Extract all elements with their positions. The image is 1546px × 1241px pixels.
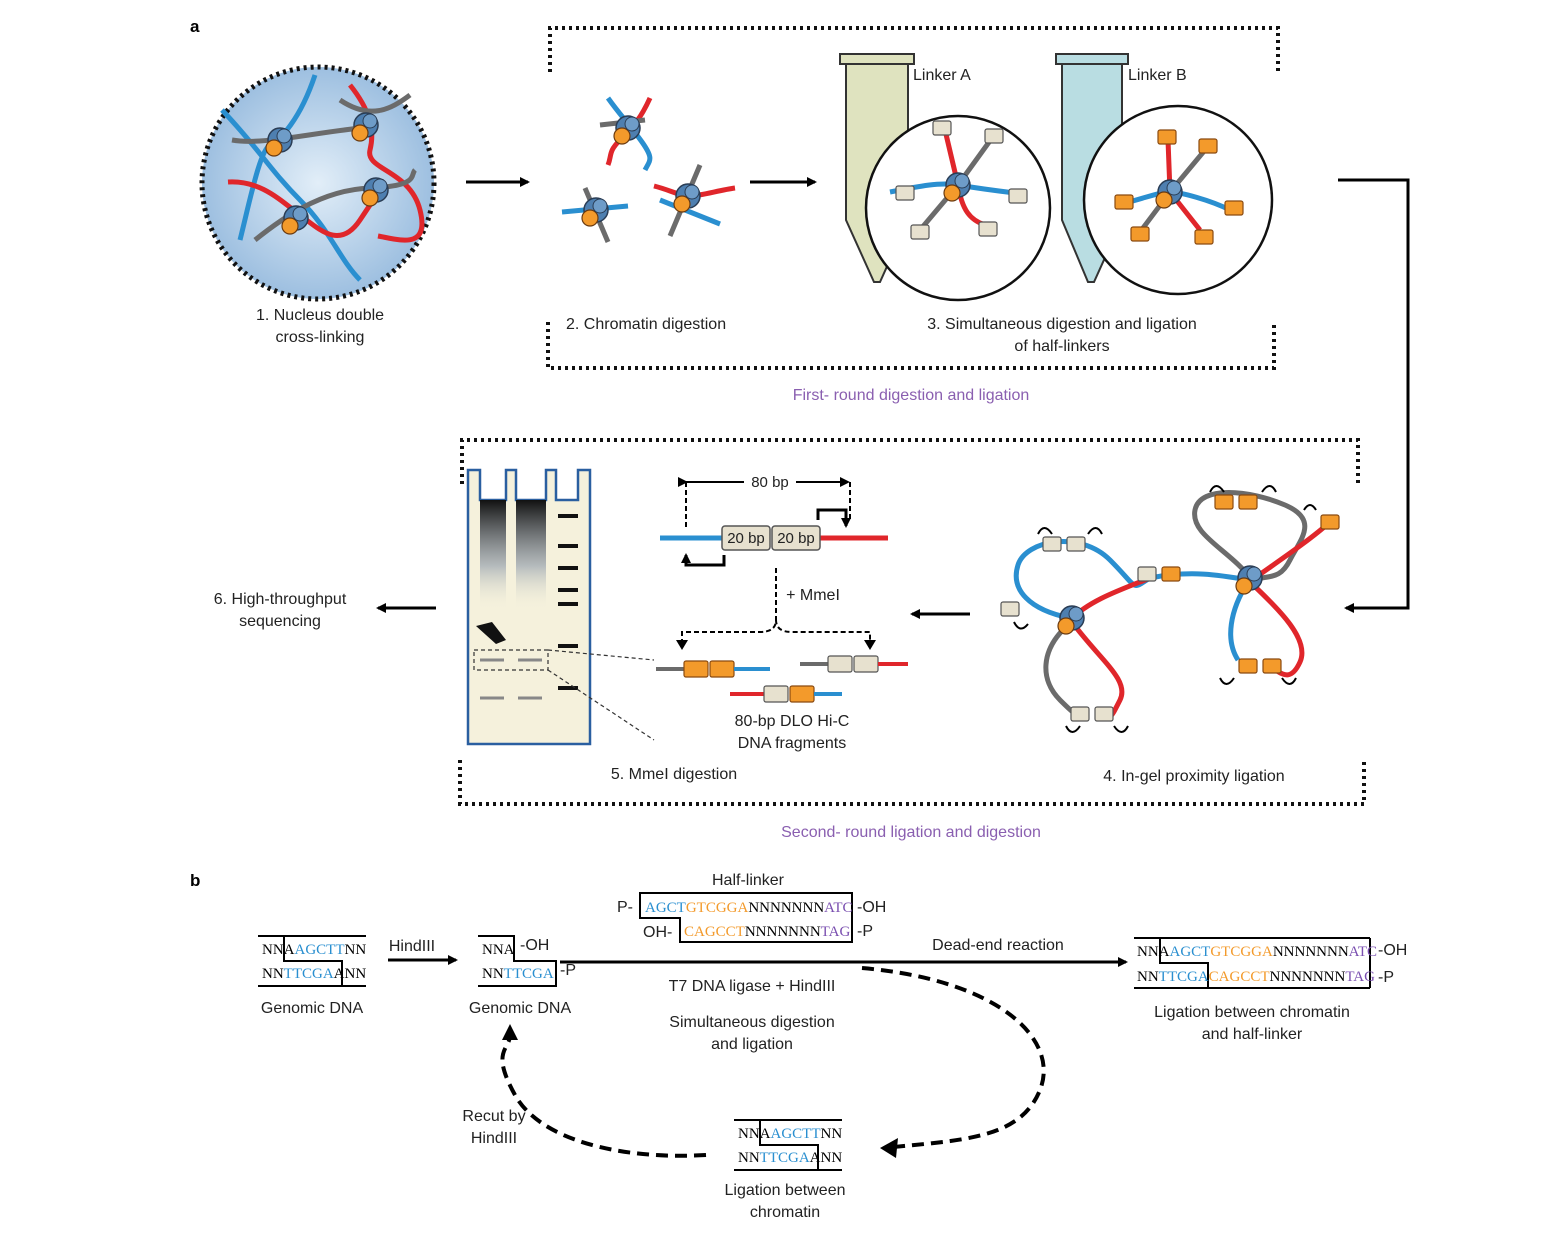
chromatin-fragments bbox=[561, 96, 736, 243]
second-round-label: Second- round ligation and digestion bbox=[781, 824, 1041, 841]
step6-label-line1: 6. High-throughput bbox=[214, 591, 347, 608]
linker-b-label: Linker B bbox=[1128, 67, 1187, 84]
hindiii-label: HindIII bbox=[389, 938, 435, 955]
arrow-step3-to-4 bbox=[1338, 178, 1410, 613]
fragments-label-line1: 80-bp DLO Hi-C bbox=[735, 713, 850, 730]
step4-label: 4. In-gel proximity ligation bbox=[1103, 768, 1284, 785]
linker-p: P- bbox=[617, 899, 633, 916]
bp20a-label: 20 bp bbox=[727, 530, 765, 547]
step3-label-line1: 3. Simultaneous digestion and ligation bbox=[927, 316, 1197, 333]
genomic-dna-label-1: Genomic DNA bbox=[261, 1000, 364, 1017]
linker-oh-end: -OH bbox=[857, 899, 886, 916]
ligated-chromatin-half-linker: NNAAGCTGTCGGANNNNNNNATC NNTTCGACAGCCTNNN… bbox=[1134, 937, 1377, 989]
svg-text:CAGCCTNNNNNNNTAG: CAGCCTNNNNNNNTAG bbox=[684, 924, 850, 940]
final-p: -P bbox=[1378, 969, 1394, 986]
svg-text:NNAAGCTGTCGGANNNNNNNATC: NNAAGCTGTCGGANNNNNNNATC bbox=[1137, 944, 1377, 960]
mmei-label: + MmeI bbox=[786, 587, 840, 604]
seq2-oh: -OH bbox=[520, 937, 549, 954]
svg-text:NNAAGCTTNN: NNAAGCTTNN bbox=[262, 942, 366, 958]
lig-chrom-label-line1: Ligation between bbox=[725, 1182, 846, 1199]
lig-half-label-line2: and half-linker bbox=[1202, 1026, 1303, 1043]
recut-cycle-arrow bbox=[500, 1034, 707, 1158]
ligation-cycle-arrowhead bbox=[880, 1138, 898, 1158]
genomic-dna-cut: NNA NNTTCGA bbox=[478, 935, 557, 987]
fragments-label-line2: DNA fragments bbox=[738, 735, 846, 752]
recut-label-line2: HindIII bbox=[471, 1130, 517, 1147]
step1-label-line2: cross-linking bbox=[276, 329, 365, 346]
svg-text:NNTTCGA: NNTTCGA bbox=[482, 966, 554, 982]
bp20b-label: 20 bp bbox=[777, 530, 815, 547]
nucleus bbox=[199, 64, 437, 302]
simul-label-line2: and ligation bbox=[711, 1036, 793, 1053]
step2-label: 2. Chromatin digestion bbox=[566, 316, 726, 333]
panel-b-label: b bbox=[190, 871, 200, 890]
mmei-digestion-scheme bbox=[656, 477, 908, 703]
linker-oh: OH- bbox=[643, 924, 672, 941]
first-round-label: First- round digestion and ligation bbox=[793, 387, 1030, 404]
step1-label-line1: 1. Nucleus double bbox=[256, 307, 384, 324]
svg-text:NNA: NNA bbox=[482, 942, 515, 958]
step6-label-line2: sequencing bbox=[239, 613, 321, 630]
svg-text:AGCTGTCGGANNNNNNNATC: AGCTGTCGGANNNNNNNATC bbox=[645, 900, 853, 916]
ligated-chromatin: NNAAGCTTNN NNTTCGAANN bbox=[734, 1119, 842, 1171]
second-round-bracket bbox=[458, 438, 1366, 806]
linker-p-end: -P bbox=[857, 923, 873, 940]
bp80-label: 80 bp bbox=[751, 474, 789, 491]
gel bbox=[466, 468, 655, 746]
half-linker-sequence: AGCTGTCGGANNNNNNNATC CAGCCTNNNNNNNTAG bbox=[639, 892, 853, 943]
genomic-dna-uncut: NNAAGCTTNN NNTTCGAANN bbox=[258, 935, 366, 987]
proximity-ligation bbox=[1000, 485, 1340, 733]
half-linker-label: Half-linker bbox=[712, 872, 785, 889]
svg-text:NNAAGCTTNN: NNAAGCTTNN bbox=[738, 1126, 842, 1142]
tube-linker-b bbox=[1055, 53, 1274, 296]
recut-label-line1: Recut by bbox=[462, 1108, 525, 1125]
lig-half-label-line1: Ligation between chromatin bbox=[1154, 1004, 1350, 1021]
svg-text:NNTTCGAANN: NNTTCGAANN bbox=[738, 1150, 842, 1166]
svg-text:NNTTCGACAGCCTNNNNNNNTAG: NNTTCGACAGCCTNNNNNNNTAG bbox=[1137, 969, 1375, 985]
ligation-cycle-arrow bbox=[861, 966, 1046, 1150]
step5-label: 5. MmeI digestion bbox=[611, 766, 737, 783]
first-round-bracket bbox=[546, 26, 1280, 370]
t7-label: T7 DNA ligase + HindIII bbox=[669, 978, 836, 995]
simul-label-line1: Simultaneous digestion bbox=[669, 1014, 834, 1031]
tube-linker-a bbox=[839, 53, 1052, 302]
lig-chrom-label-line2: chromatin bbox=[750, 1204, 820, 1221]
recut-cycle-arrowhead bbox=[502, 1024, 518, 1040]
step3-label-line2: of half-linkers bbox=[1014, 338, 1109, 355]
panel-a-label: a bbox=[190, 17, 200, 36]
dead-end-label: Dead-end reaction bbox=[932, 937, 1064, 954]
genomic-dna-label-2: Genomic DNA bbox=[469, 1000, 572, 1017]
final-oh: -OH bbox=[1378, 942, 1407, 959]
seq2-p: -P bbox=[560, 962, 576, 979]
svg-text:NNTTCGAANN: NNTTCGAANN bbox=[262, 966, 366, 982]
linker-a-label: Linker A bbox=[913, 67, 971, 84]
